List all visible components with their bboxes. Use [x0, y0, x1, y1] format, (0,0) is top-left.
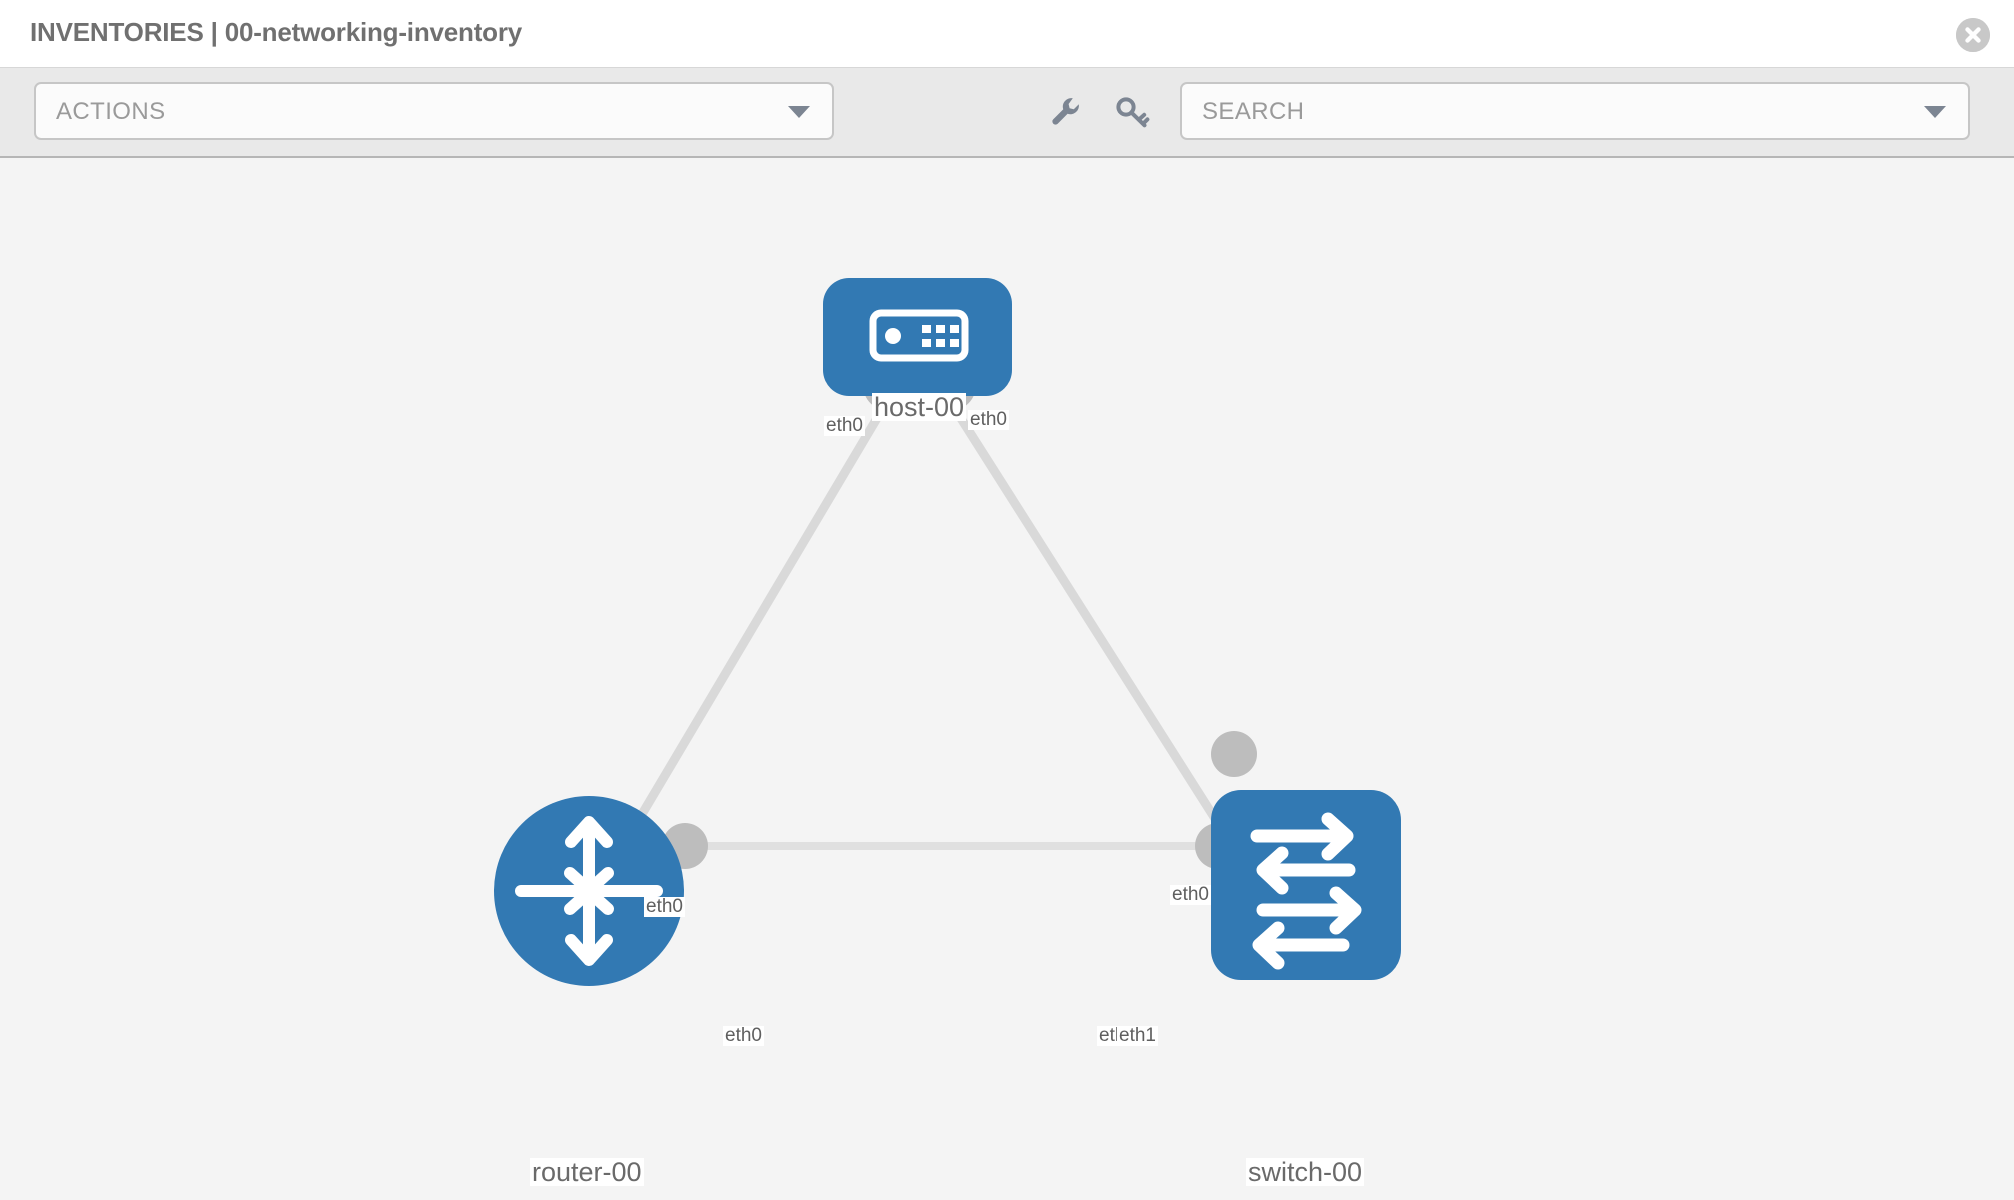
node-label-switch-00: switch-00 — [1246, 1157, 1365, 1187]
switch-arrows-icon — [1250, 812, 1362, 970]
server-device-icon — [869, 309, 969, 362]
node-label-host-00: host-00 — [872, 392, 967, 422]
wrench-button[interactable] — [1045, 92, 1085, 132]
page-title: INVENTORIES | 00-networking-inventory — [30, 17, 523, 47]
key-icon — [1116, 97, 1150, 128]
key-button[interactable] — [1112, 92, 1152, 132]
chevron-down-icon — [788, 106, 810, 118]
interface-nubs — [662, 359, 1257, 869]
wrench-icon — [1052, 98, 1079, 125]
link-host-switch[interactable] — [944, 395, 1244, 861]
toolbar: ACTIONS SEARCH — [0, 68, 2014, 158]
iface-label-switch-eth0-up: eth0 — [1170, 884, 1211, 905]
close-circle-icon — [1956, 18, 1990, 52]
search-dropdown[interactable]: SEARCH — [1180, 82, 1970, 140]
chevron-down-icon — [1924, 106, 1946, 118]
topology-graph — [494, 278, 1401, 986]
close-button[interactable] — [1956, 18, 1990, 52]
iface-label-router-eth0-right: eth0 — [723, 1025, 764, 1046]
node-router-00[interactable] — [494, 796, 684, 986]
iface-label-router-eth0-up: eth0 — [644, 896, 685, 917]
node-switch-00[interactable] — [1211, 790, 1401, 980]
search-input-placeholder: SEARCH — [1202, 98, 1305, 125]
node-host-00[interactable] — [823, 278, 1012, 396]
iface-label-switch-eth1: eth1 — [1117, 1025, 1158, 1046]
iface-label-host-eth0-left: eth0 — [824, 415, 865, 436]
router-arrows-icon — [515, 816, 663, 966]
iface-label-host-eth0-right: eth0 — [968, 409, 1009, 430]
node-label-router-00: router-00 — [530, 1157, 644, 1187]
actions-dropdown-label: ACTIONS — [56, 98, 166, 125]
actions-dropdown[interactable]: ACTIONS — [34, 82, 834, 140]
page-header: INVENTORIES | 00-networking-inventory — [0, 0, 2014, 68]
topology-canvas[interactable]: host-00 router-00 switch-00 eth0 eth0 et… — [0, 158, 2014, 1200]
link-host-router[interactable] — [612, 395, 893, 861]
